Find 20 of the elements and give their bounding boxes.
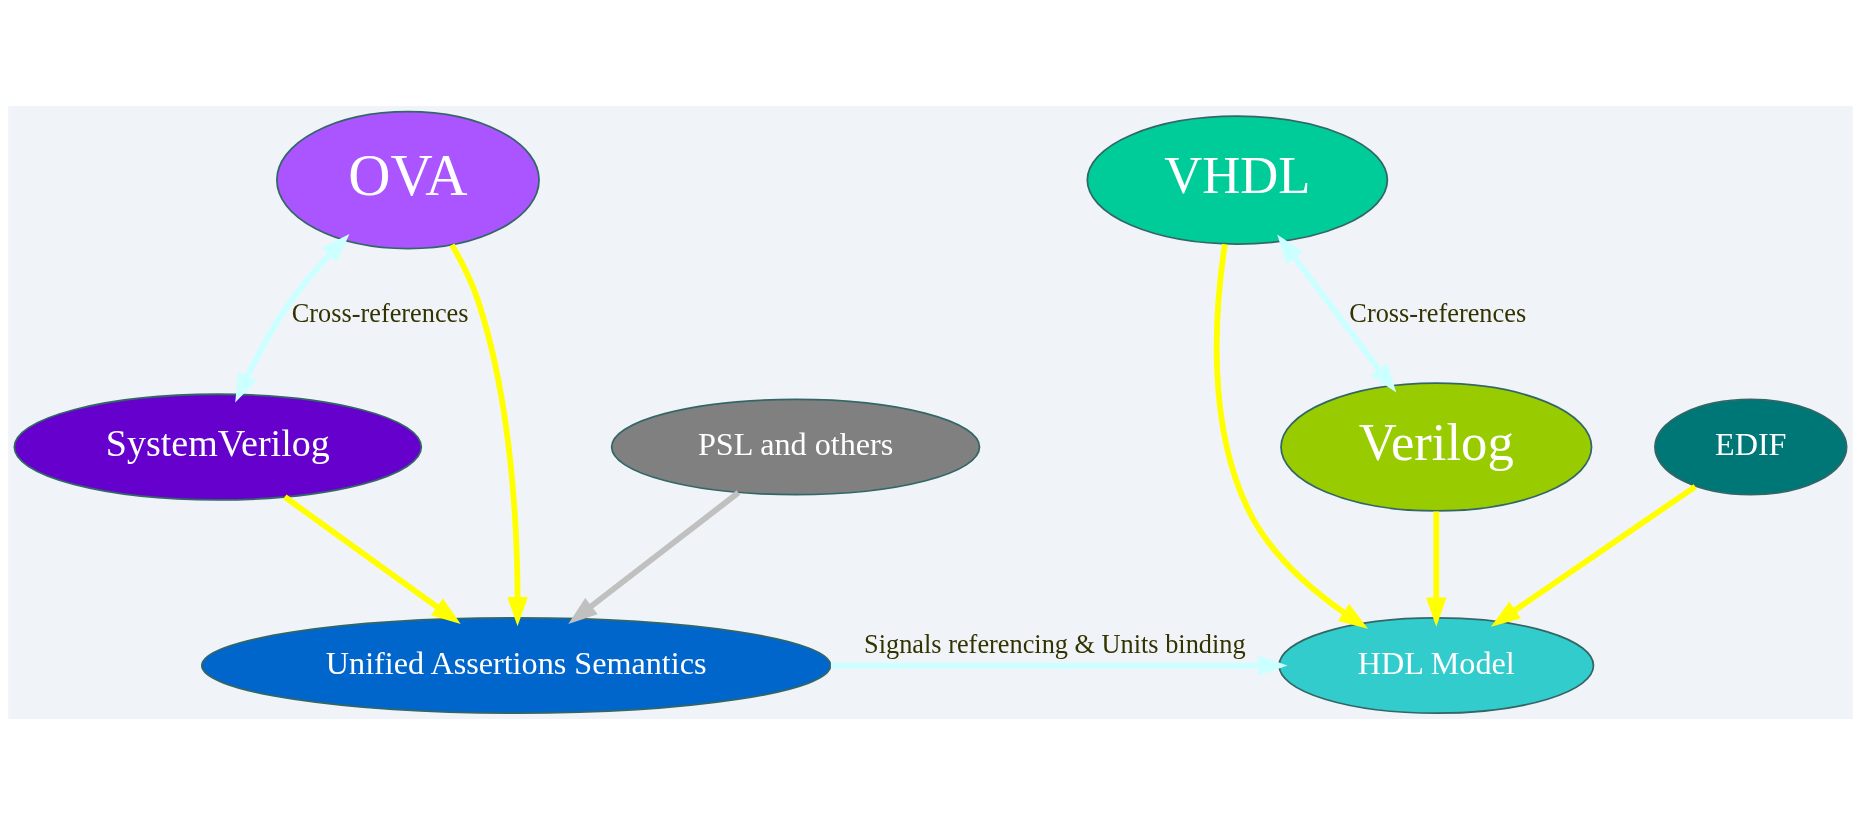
node-ellipse: HDL Model [1278,617,1595,715]
node-ellipse: Unified Assertions Semantics [200,617,832,715]
edge-label: Cross-references [1349,299,1527,329]
node-ellipse: EDIF [1654,398,1848,496]
node-ellipse: SystemVerilog [13,393,423,501]
edge-label: Signals referencing & Units binding [864,629,1246,659]
arrow [830,655,1288,676]
node-ellipse: PSL and others [610,398,981,496]
arrow [449,243,528,627]
node-ellipse: VHDL [1086,115,1389,245]
arrow [1426,511,1447,627]
arrow [568,490,741,624]
arrow [1277,234,1397,393]
arrow [235,233,350,403]
edge-label: Cross-references [291,299,469,329]
arrow [1490,484,1697,627]
node-ellipse: OVA [276,110,540,250]
arrow [283,494,461,625]
arrow [1213,243,1368,629]
node-ellipse: Verilog [1280,382,1593,512]
